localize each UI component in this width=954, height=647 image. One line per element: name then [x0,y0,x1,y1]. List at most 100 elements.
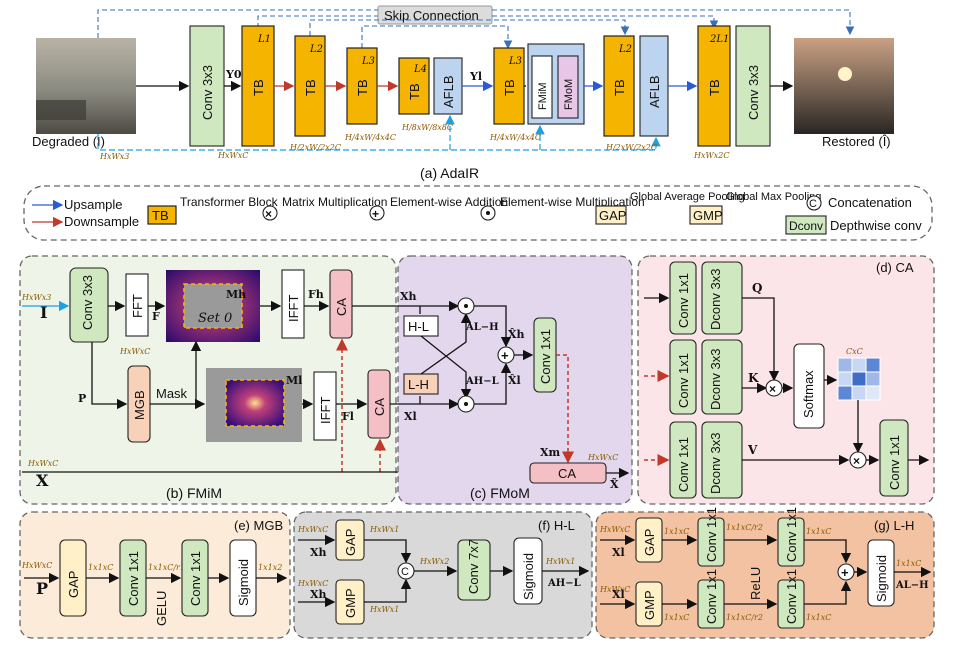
lh-d-final: 1x1xC [896,559,921,568]
level-l2: L2 [309,44,323,55]
fmom-out-dim: HxWxC [587,453,618,462]
tb-dec-l2-label: TB [612,79,627,96]
caption-b: (b) FMiM [166,485,222,501]
caption-c: (c) FMoM [470,485,530,501]
fmim-conv-label: Conv 3x3 [80,275,95,330]
caption-e: (e) MGB [234,518,283,533]
legend-upsample: Upsample [64,197,123,212]
lh-sigmoid-label: Sigmoid [874,555,889,602]
level-dec-l2: L2 [618,44,632,55]
fmom-mult-l-dot [464,402,468,406]
lh-conv-b-label: Conv 1x1 [784,507,799,562]
fmim-lowfreq-region [226,380,284,426]
fmom-mult-h-dot [464,304,468,308]
hl-gap-label: GAP [343,529,358,556]
lh-conv-a-label: Conv 1x1 [704,507,719,562]
ca-v: V [747,443,758,457]
legend-transformer-block: Transformer Block [180,195,279,209]
caption-f: (f) H-L [538,518,575,533]
lh-relu: ReLU [748,567,763,600]
lh-gmp-label: GMP [642,590,657,620]
ca-conv-out-label: Conv 1x1 [887,435,902,490]
dim-l2: H/2xW/2x2C [289,143,341,152]
restored-image-sun [838,67,852,81]
skip-line-l1-left [258,16,378,28]
lh-d-gmp: 1x1xC [664,613,689,622]
legend-gap-text: GAP [599,208,626,223]
ca-k: K [748,371,759,385]
hl-d-cat: HxWx2 [419,557,449,566]
hl-sigmoid-label: Sigmoid [521,553,536,600]
fmom-add-plus: + [501,348,509,363]
dim-dec-l2: H/2xW/2x2C [605,143,657,152]
ca-conv-v-label: Conv 1x1 [676,437,691,492]
fmim-F-label: F [152,310,160,323]
legend-mult-dot [486,211,490,215]
legend-tb-text: TB [152,208,169,223]
fmom-xh-hat: X̂h [508,328,525,341]
legend-add-plus: + [372,207,379,221]
fmim-fh: Fh [308,288,324,301]
hl-d-gap: HxWx1 [369,525,399,534]
ca-softmax-label: Softmax [801,370,816,418]
ca-dconv-v-label: Dconv 3x3 [708,433,723,494]
skip-line-outer-right [492,10,850,34]
tb-dec-l3-label: TB [502,79,517,96]
hl-d-out: HxWx1 [545,557,575,566]
fmim-label: FMiM [537,83,549,111]
hl-xh1: Xh [310,546,327,559]
skip-connection-label: Skip Connection [384,8,479,23]
caption-a: (a) AdaIR [420,165,479,181]
fmim-set0: Set 0 [198,311,232,326]
lh-d-out1: 1x1xC [806,527,831,536]
mgb-conv2-label: Conv 1x1 [188,551,203,606]
restored-label: Restored (Î) [822,134,891,149]
level-dec-l3: L3 [508,56,522,67]
fmom-hl-label: H-L [408,319,429,334]
hl-d-in1: HxWxC [297,525,328,534]
legend-concat: Concatenation [828,195,912,210]
lh-xl1: Xl [612,546,625,559]
degraded-label: Degraded (I) [32,134,105,149]
fmom-label: FMoM [563,79,575,110]
fmom-conv-label: Conv 1x1 [538,329,553,384]
hl-d-in2: HxWxC [297,579,328,588]
fmim-fft-label: FFT [130,294,145,318]
hl-xh2: Xh [310,588,327,601]
legend-concat-symbol: C [809,198,817,210]
fmom-x-tilde: X̃ [610,478,619,491]
ca-dconv-q-label: Dconv 3x3 [708,269,723,330]
legend-downsample: Downsample [64,214,139,229]
fmom-alh: AL−H [465,322,499,333]
fmom-ahl: AH−L [465,376,499,387]
tb-l3-label: TB [355,79,370,96]
mgb-conv1-label: Conv 1x1 [126,551,141,606]
fmim-dim-c: HxWxC [119,347,150,356]
ca-conv-q-label: Conv 1x1 [676,273,691,328]
mgb-gap-label: GAP [66,571,81,598]
fmim-mask-label: Mask [156,386,188,401]
legend-gmp-text: GMP [693,208,723,223]
level-l4: L4 [413,64,427,75]
lh-gap-label: GAP [642,529,657,556]
restored-image [794,38,894,134]
dim-dec-l1: HxWx2C [693,151,729,160]
mgb-in-dim: HxWxC [21,561,52,570]
hl-conv-label: Conv 7x7 [466,539,481,594]
ca-q: Q [752,281,762,295]
fmim-ifft-h-label: IFFT [286,295,301,322]
fmim-x-dim: HxWxC [27,459,58,468]
fmom-xl: Xl [404,410,417,423]
degraded-image-car [36,100,86,120]
lh-conv-c-label: Conv 1x1 [704,569,719,624]
fmom-xh: Xh [400,290,417,303]
aflb-3-label: AFLB [647,75,662,108]
ca-conv-k-label: Conv 1x1 [676,353,691,408]
fmim-ca-l-label: CA [372,398,387,416]
skip-line-l1-right [492,16,714,28]
dim-l4: H/8xW/8x8C [401,123,453,132]
hl-gmp-label: GMP [343,588,358,618]
lh-d-in1: HxWxC [599,525,630,534]
fmim-ifft-l-label: IFFT [318,397,333,424]
